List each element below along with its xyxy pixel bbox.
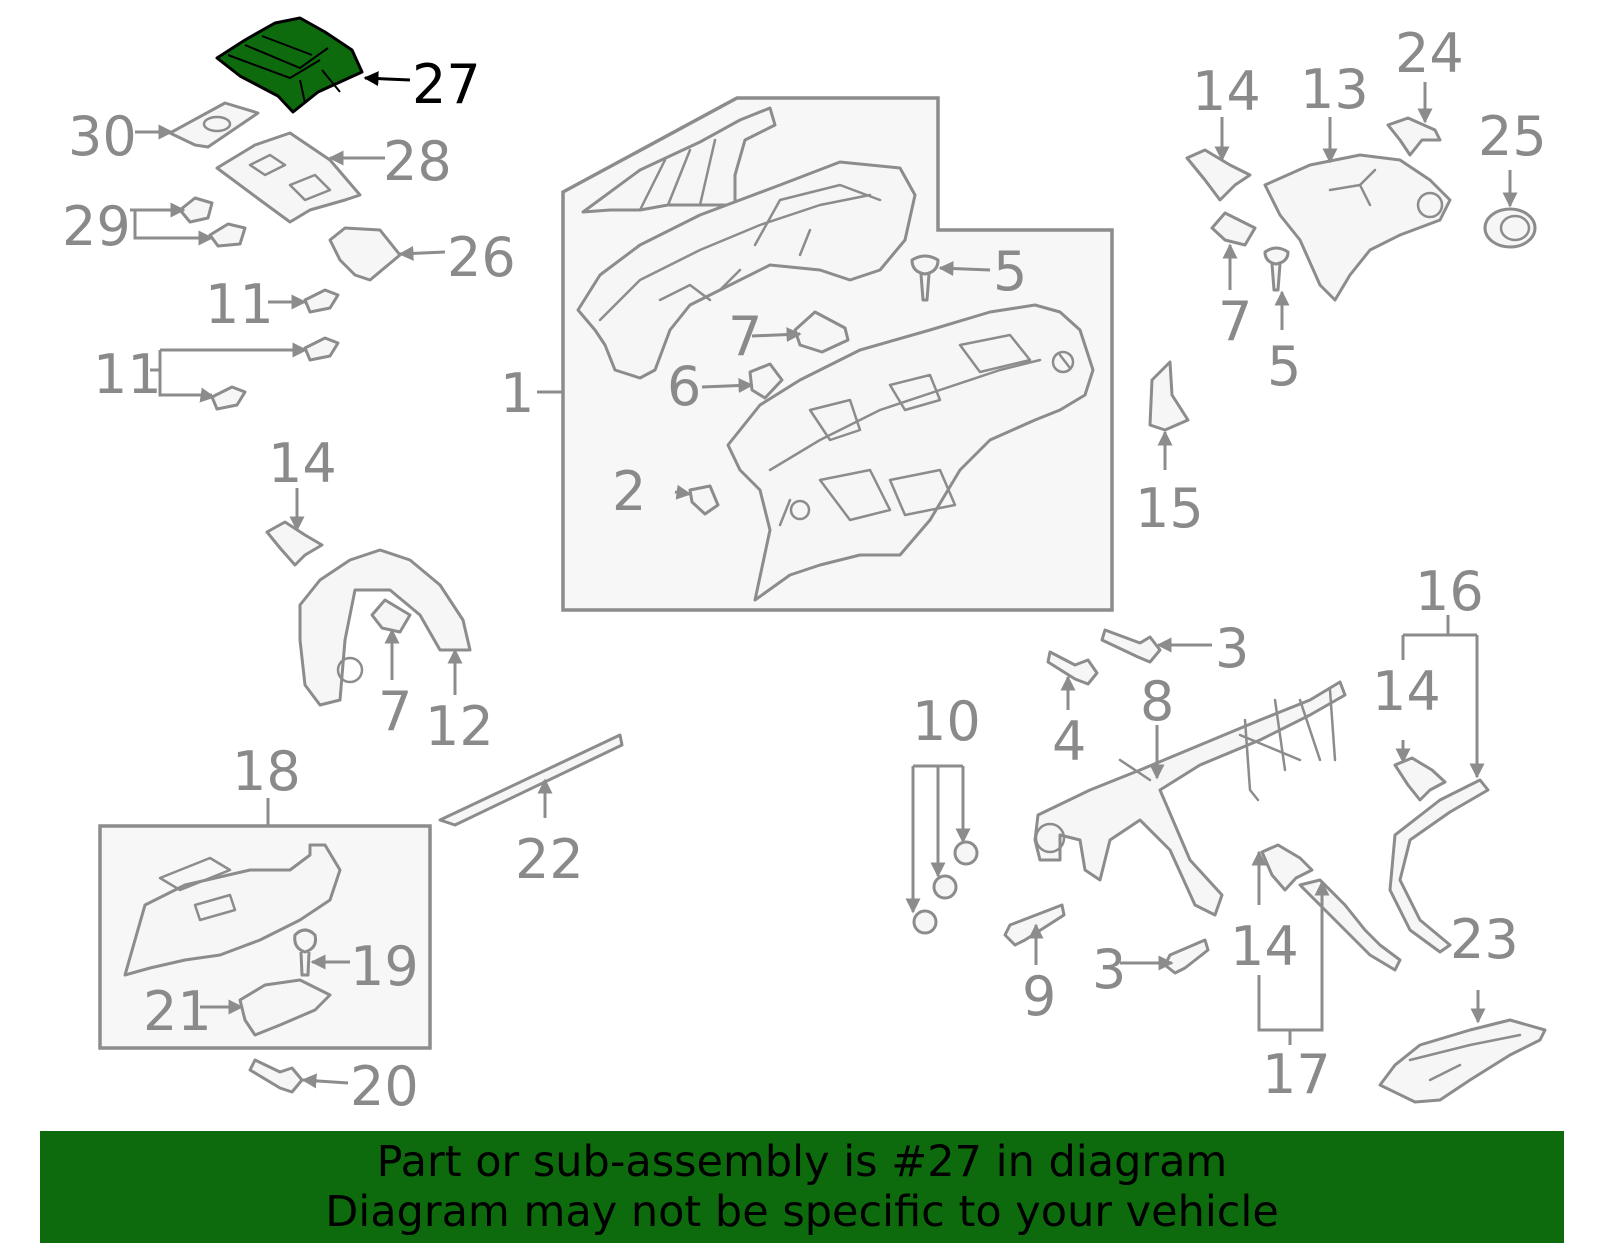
bolt-20	[248, 1058, 304, 1094]
part-13	[1263, 153, 1452, 302]
instrument-panel-carrier	[576, 160, 917, 380]
bolt-4	[1046, 650, 1099, 686]
callout-18: 18	[232, 740, 301, 803]
callout-1: 1	[500, 362, 534, 425]
callout-19: 19	[350, 935, 419, 998]
part-29-bottom	[208, 222, 247, 248]
callout-7-right: 7	[1218, 290, 1252, 353]
clip-7-right	[1210, 211, 1257, 247]
callout-4: 4	[1052, 710, 1086, 773]
callout-16: 16	[1415, 560, 1484, 623]
callout-6: 6	[667, 355, 701, 418]
callout-3-upper: 3	[1215, 617, 1249, 680]
banner-line-2: Diagram may not be specific to your vehi…	[325, 1187, 1279, 1237]
clip-11-b	[303, 336, 340, 362]
callout-14-left: 14	[268, 432, 337, 495]
part-21	[238, 978, 332, 1037]
part-30	[168, 101, 260, 149]
banner-line-1: Part or sub-assembly is #27 in diagram	[376, 1137, 1228, 1187]
callout-7-left: 7	[378, 680, 412, 743]
callout-2: 2	[612, 460, 646, 523]
callout-25: 25	[1478, 105, 1547, 168]
part-27-highlighted	[215, 16, 364, 114]
part-25	[1483, 207, 1537, 249]
clip-14-left	[265, 520, 324, 567]
callout-11-a: 11	[205, 273, 274, 336]
callout-11-b: 11	[93, 343, 162, 406]
clip-2	[688, 484, 720, 516]
part-22-strip	[438, 733, 624, 827]
clip-7-left	[370, 598, 412, 634]
clip-7-inner	[793, 310, 850, 354]
callout-14-right: 14	[1372, 660, 1441, 723]
callout-8: 8	[1140, 670, 1174, 733]
clip-14-lower	[1260, 843, 1314, 892]
callout-30: 30	[68, 105, 137, 168]
callout-21: 21	[143, 980, 212, 1043]
part-23	[1378, 1018, 1547, 1104]
instrument-panel-lower	[726, 303, 1095, 602]
part-info-banner: Part or sub-assembly is #27 in diagram D…	[40, 1131, 1564, 1243]
callout-14-upper-right: 14	[1192, 60, 1261, 123]
part-17-brace	[1298, 878, 1402, 972]
part-15	[1148, 360, 1190, 432]
clip-14-upper-right	[1185, 148, 1252, 202]
parts-diagram: 1 2 6 7 5 27 30 28 29 26 11 11 14 7 12 1…	[62, 16, 1547, 1118]
callout-14-lower: 14	[1230, 915, 1299, 978]
clip-11-c	[210, 385, 247, 411]
bolt-3-upper	[1100, 628, 1162, 664]
callout-13: 13	[1300, 58, 1369, 121]
callout-15: 15	[1135, 477, 1204, 540]
part-26	[328, 226, 402, 282]
callout-12: 12	[425, 695, 494, 758]
callout-5-right: 5	[1267, 335, 1301, 398]
callout-27: 27	[412, 53, 481, 116]
callout-20: 20	[350, 1055, 419, 1118]
callout-7-inner: 7	[728, 305, 762, 368]
part-12	[298, 548, 472, 707]
callout-23: 23	[1450, 908, 1519, 971]
clip-11-a	[303, 288, 340, 314]
callout-10: 10	[912, 690, 981, 753]
nut-10-c	[912, 909, 938, 935]
nut-10-a	[953, 840, 979, 866]
callout-29: 29	[62, 195, 131, 258]
callout-17: 17	[1262, 1043, 1331, 1106]
nut-10-b	[932, 874, 958, 900]
screw-5-inner	[910, 254, 940, 302]
screw-5-right	[1263, 246, 1290, 292]
clip-14-right	[1393, 756, 1447, 802]
part-29-top	[178, 196, 214, 224]
bolt-3-lower	[1163, 938, 1210, 975]
callout-22: 22	[515, 828, 584, 891]
callout-9: 9	[1022, 965, 1056, 1028]
callout-24: 24	[1395, 22, 1464, 85]
callout-26: 26	[447, 226, 516, 289]
part-19-pin	[293, 928, 317, 977]
callout-5-inner: 5	[993, 240, 1027, 303]
part-16-brace	[1388, 778, 1490, 954]
part-24	[1386, 116, 1442, 157]
callout-28: 28	[383, 130, 452, 193]
callout-3-lower: 3	[1092, 938, 1126, 1001]
part-28	[215, 131, 362, 224]
